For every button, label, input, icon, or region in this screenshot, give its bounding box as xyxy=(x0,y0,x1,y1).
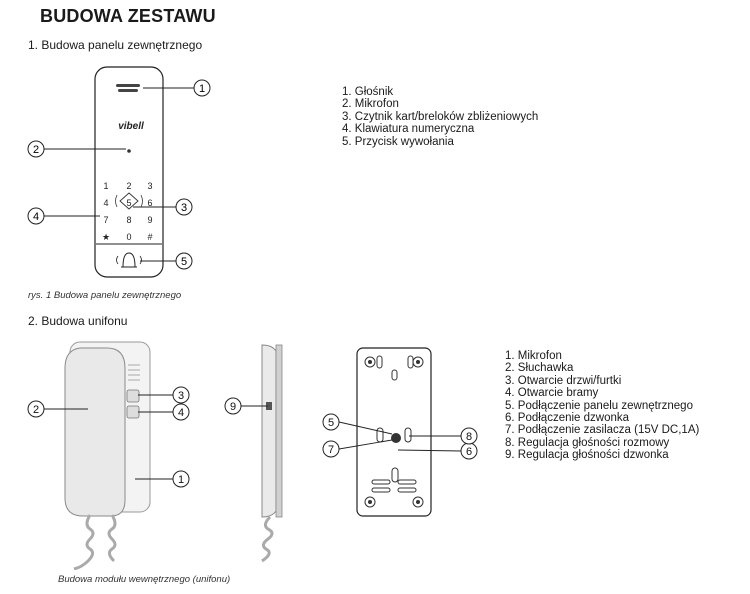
handset xyxy=(64,347,126,517)
callout-number: 4 xyxy=(178,407,184,419)
callout-circle xyxy=(27,207,45,225)
callout-circle xyxy=(172,403,190,421)
legend-item: 4. Otwarcie bramy xyxy=(505,387,599,400)
keypad-key: 8 xyxy=(126,215,131,225)
callout-number: 2 xyxy=(33,404,39,416)
legend-item: 3. Otwarcie drzwi/furtki xyxy=(505,374,622,387)
legend-item: 7. Podłączenie zasilacza (15V DC,1A) xyxy=(505,424,700,437)
callout-number: 2 xyxy=(33,144,39,156)
door-open-button xyxy=(126,389,140,403)
keypad-key: 5 xyxy=(126,198,131,208)
outdoor-panel-legend: 1. Głośnik 2. Mikrofon 3. Czytnik kart/b… xyxy=(342,86,538,148)
page-title: BUDOWA ZESTAWU xyxy=(40,6,216,26)
keypad-key: 2 xyxy=(126,181,131,191)
callout-number: 1 xyxy=(199,83,205,95)
intercom-figure: 1 2 3 4 5 6 7 8 9 xyxy=(27,341,478,570)
callout-number: 5 xyxy=(328,417,334,429)
callout-number: 6 xyxy=(466,446,472,458)
callout-circle xyxy=(175,252,193,270)
section-1-heading: 1. Budowa panelu zewnętrznego xyxy=(28,38,203,52)
keypad-key: 4 xyxy=(103,198,108,208)
outdoor-panel-figure: vibell 1 2 3 4 5 6 7 8 9 ★ 0 # 1 2 3 4 xyxy=(27,66,211,278)
intercom-side-view xyxy=(261,344,283,563)
keypad-key: 0 xyxy=(126,232,131,242)
legend-item: 6. Podłączenie dzwonka xyxy=(505,412,630,425)
figure-1-caption: rys. 1 Budowa panelu zewnętrznego xyxy=(28,290,182,301)
callout-circle xyxy=(322,413,340,431)
gate-open-button xyxy=(126,405,140,419)
legend-item: 2. Słuchawka xyxy=(505,362,574,375)
legend-item: 9. Regulacja głośności dzwonka xyxy=(505,449,669,462)
legend-item: 8. Regulacja głośności rozmowy xyxy=(505,436,670,449)
legend-item: 3. Czytnik kart/breloków zbliżeniowych xyxy=(342,110,539,123)
legend-item: 2. Mikrofon xyxy=(342,98,399,111)
section-2-heading: 2. Budowa unifonu xyxy=(28,314,128,328)
callout-circle xyxy=(175,198,193,216)
keypad-key: 3 xyxy=(147,181,152,191)
legend-item: 1. Mikrofon xyxy=(505,350,562,362)
callout-number: 5 xyxy=(181,256,187,268)
keypad-key: # xyxy=(147,232,152,242)
callout-number: 8 xyxy=(466,431,472,443)
callout-circle xyxy=(193,79,211,97)
callout-circle xyxy=(224,397,242,415)
brand-logo: vibell xyxy=(118,121,144,132)
callout-number: 9 xyxy=(230,401,236,413)
microphone-dot xyxy=(127,149,131,153)
callout-circle xyxy=(172,386,190,404)
callout-number: 3 xyxy=(178,390,184,402)
keypad: 1 2 3 4 5 6 7 8 9 ★ 0 # xyxy=(102,181,153,242)
intercom-back-plate xyxy=(356,347,432,517)
speaker-icon xyxy=(116,84,140,92)
intercom-front-view xyxy=(64,341,151,570)
callout-circle xyxy=(460,427,478,445)
callout-circle xyxy=(322,440,340,458)
callout-circle xyxy=(27,400,45,418)
keypad-key: 1 xyxy=(103,181,108,191)
callout-circle xyxy=(27,140,45,158)
keypad-key: 9 xyxy=(147,215,152,225)
figure-2-caption: Budowa modułu wewnętrznego (unifonu) xyxy=(58,574,231,585)
callout-circle xyxy=(172,470,190,488)
keypad-key: 6 xyxy=(147,198,152,208)
legend-item: 1. Głośnik xyxy=(342,86,394,98)
keypad-key: 7 xyxy=(103,215,108,225)
card-reader-icon xyxy=(115,192,143,210)
ringer-volume-knob xyxy=(266,402,272,410)
callout-number: 1 xyxy=(178,474,184,486)
legend-item: 5. Przycisk wywołania xyxy=(342,135,454,148)
legend-item: 4. Klawiatura numeryczna xyxy=(342,123,475,136)
callout-number: 4 xyxy=(33,211,39,223)
intercom-legend: 1. Mikrofon 2. Słuchawka 3. Otwarcie drz… xyxy=(505,350,699,462)
panel-body xyxy=(94,66,164,278)
keypad-key: ★ xyxy=(102,232,110,242)
legend-item: 5. Podłączenie panelu zewnętrznego xyxy=(505,399,693,412)
callout-number: 7 xyxy=(328,444,334,456)
bell-icon xyxy=(116,252,142,268)
power-connector xyxy=(391,433,401,443)
coiled-cord xyxy=(73,514,117,570)
callout-number: 3 xyxy=(181,202,187,214)
